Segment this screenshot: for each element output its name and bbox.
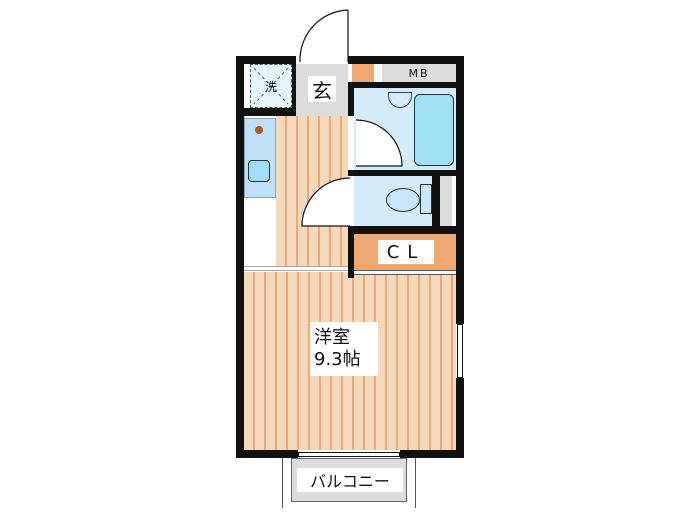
closet-door[interactable] xyxy=(354,270,456,275)
side-window[interactable] xyxy=(457,324,463,378)
wall-top-right xyxy=(348,56,464,64)
western-room-name: 洋室 xyxy=(314,327,350,348)
wall-center-upper xyxy=(348,82,354,116)
western-room-floor xyxy=(244,272,456,450)
toilet-side-shelf xyxy=(440,176,452,226)
balcony-label: バルコニー xyxy=(297,468,403,492)
western-room-label: 洋室 9.3帖 xyxy=(310,322,378,376)
wall-bottom-left xyxy=(236,450,298,458)
toilet-door-icon xyxy=(301,177,351,227)
toilet-tank-icon xyxy=(420,184,432,214)
wall-left xyxy=(236,56,244,458)
wall-mb-bottom xyxy=(348,82,464,88)
balcony-door[interactable] xyxy=(298,452,400,457)
room-divider-line xyxy=(244,266,348,271)
meter-box-label: MB xyxy=(382,64,456,82)
wall-bottom-right xyxy=(400,450,464,458)
wall-right-lower xyxy=(456,378,464,458)
stove-icon xyxy=(255,126,263,134)
toilet-icon xyxy=(386,188,420,212)
laundry-cross-icon xyxy=(253,67,289,105)
wall-toilet-right xyxy=(432,176,440,226)
wall-center-lower xyxy=(348,226,354,278)
western-room-size: 9.3帖 xyxy=(314,349,361,370)
laundry-label: 洗 xyxy=(264,79,277,94)
sink-icon xyxy=(248,160,270,182)
wall-bath-bottom xyxy=(348,170,464,176)
shoe-box xyxy=(352,64,374,82)
entrance-door-icon xyxy=(299,9,349,63)
wall-laundry-side xyxy=(292,64,296,116)
balcony: バルコニー xyxy=(282,458,416,508)
wall-toilet-bottom xyxy=(348,226,464,234)
wall-laundry-bottom xyxy=(244,108,296,116)
bathtub-icon xyxy=(414,94,454,166)
wall-right-upper xyxy=(456,56,464,324)
closet-label: CL xyxy=(378,240,434,264)
entrance-label: 玄 xyxy=(308,76,336,103)
bathroom-door-icon xyxy=(355,119,403,167)
wall-top-left xyxy=(236,56,296,64)
